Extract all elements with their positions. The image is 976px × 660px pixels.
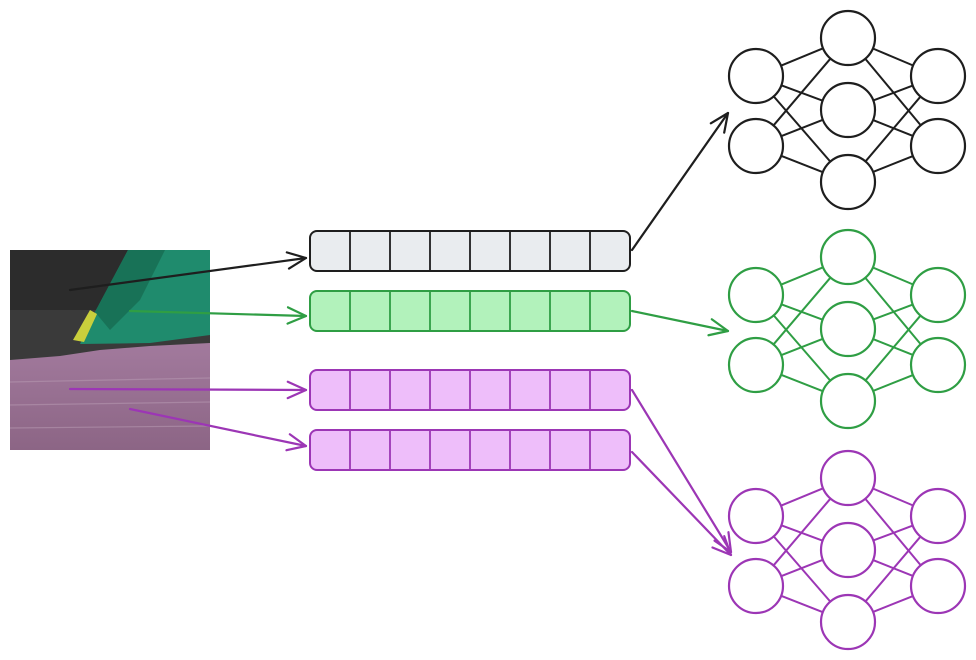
neural-networks	[727, 9, 967, 651]
arrow-vector-purple-1-to-network	[630, 388, 733, 554]
network-black-node	[727, 117, 785, 175]
network-purple-node	[909, 487, 967, 545]
embedding-vectors	[309, 230, 631, 471]
arrow-image-to-vector-green	[128, 306, 308, 325]
network-purple-node	[727, 557, 785, 615]
network-green-edge	[780, 373, 824, 393]
network-green-node	[819, 372, 877, 430]
arrow-image-to-vector-purple-1-shaft	[68, 387, 308, 392]
vector-black	[309, 230, 631, 272]
network-black-node	[819, 81, 877, 139]
network-green-node	[909, 336, 967, 394]
network-green-node	[727, 266, 785, 324]
network-green-edge	[872, 374, 914, 392]
network-purple-edge	[872, 487, 914, 507]
arrow-image-to-vector-purple-2	[128, 407, 308, 452]
network-purple-edge	[780, 594, 824, 614]
network-black-edge	[864, 95, 922, 163]
arrow-image-to-vector-black-shaft	[68, 256, 308, 292]
network-purple-node	[819, 449, 877, 507]
image-yellow-highlight	[73, 310, 97, 342]
network-black-edge	[780, 47, 824, 67]
vector-purple-2	[309, 429, 631, 471]
vector-purple-1	[309, 369, 631, 411]
arrow-image-to-vector-purple-1-head	[286, 380, 308, 400]
network-purple-edge	[872, 595, 914, 613]
network-green-node	[819, 300, 877, 358]
network-black-edge	[780, 154, 824, 174]
network-purple-edge	[772, 497, 832, 567]
arrow-vector-green-to-network-shaft	[630, 309, 730, 333]
image-floor-streaks	[9, 377, 211, 429]
network-black-edge	[772, 57, 832, 127]
arrow-vector-purple-2-to-network-head	[711, 535, 733, 557]
arrow-image-to-vector-purple-2-head	[285, 433, 308, 452]
network-purple	[727, 449, 967, 651]
network-green	[727, 228, 967, 430]
network-green-edge	[780, 337, 824, 357]
network-black-node	[909, 117, 967, 175]
network-black-node	[727, 47, 785, 105]
arrow-vector-black-to-network-shaft	[630, 111, 730, 252]
network-purple-edge	[780, 487, 824, 507]
network-green-edge	[872, 303, 914, 321]
arrow-image-to-vector-green-head	[286, 306, 308, 325]
network-green-node	[727, 336, 785, 394]
arrow-vector-green-to-network	[630, 309, 730, 337]
network-black-edge	[780, 118, 824, 138]
network-black-node	[909, 47, 967, 105]
network-black-edge	[872, 84, 914, 102]
network-black-node	[819, 9, 877, 67]
network-purple-node	[727, 487, 785, 545]
arrow-image-to-vector-purple-1	[68, 380, 308, 400]
network-green-edge	[780, 266, 824, 286]
arrow-image-to-vector-black-head	[285, 251, 308, 270]
network-purple-edge	[872, 524, 914, 542]
network-green-edge	[772, 276, 832, 346]
arrow-image-to-vector-black	[68, 251, 308, 292]
arrow-image-to-vector-purple-2-shaft	[128, 407, 308, 448]
network-black-edge	[872, 47, 914, 67]
network-purple-node	[909, 557, 967, 615]
network-green-edge	[864, 314, 922, 382]
network-green-node	[819, 228, 877, 286]
arrow-vector-green-to-network-head	[707, 318, 730, 337]
network-black	[727, 9, 967, 211]
network-purple-node	[819, 521, 877, 579]
arrow-vector-black-to-network	[630, 111, 730, 252]
network-black-node	[819, 153, 877, 211]
network-purple-edge	[780, 558, 824, 578]
arrow-image-to-vector-green-shaft	[128, 309, 308, 318]
image-green-shadow	[95, 250, 165, 330]
network-green-node	[909, 266, 967, 324]
arrow-vector-purple-2-to-network-shaft	[630, 450, 733, 557]
network-purple-node	[819, 593, 877, 651]
arrow-vector-purple-2-to-network	[630, 450, 733, 557]
network-green-edge	[872, 266, 914, 286]
arrow-vector-purple-1-to-network-shaft	[630, 388, 733, 554]
network-purple-edge	[864, 535, 922, 603]
arrow-vector-black-to-network-head	[709, 111, 730, 134]
input-image-patch	[9, 250, 211, 450]
vector-green	[309, 290, 631, 332]
arrow-layer	[68, 111, 733, 557]
image-purple-floor	[10, 343, 210, 450]
network-black-edge	[872, 155, 914, 173]
